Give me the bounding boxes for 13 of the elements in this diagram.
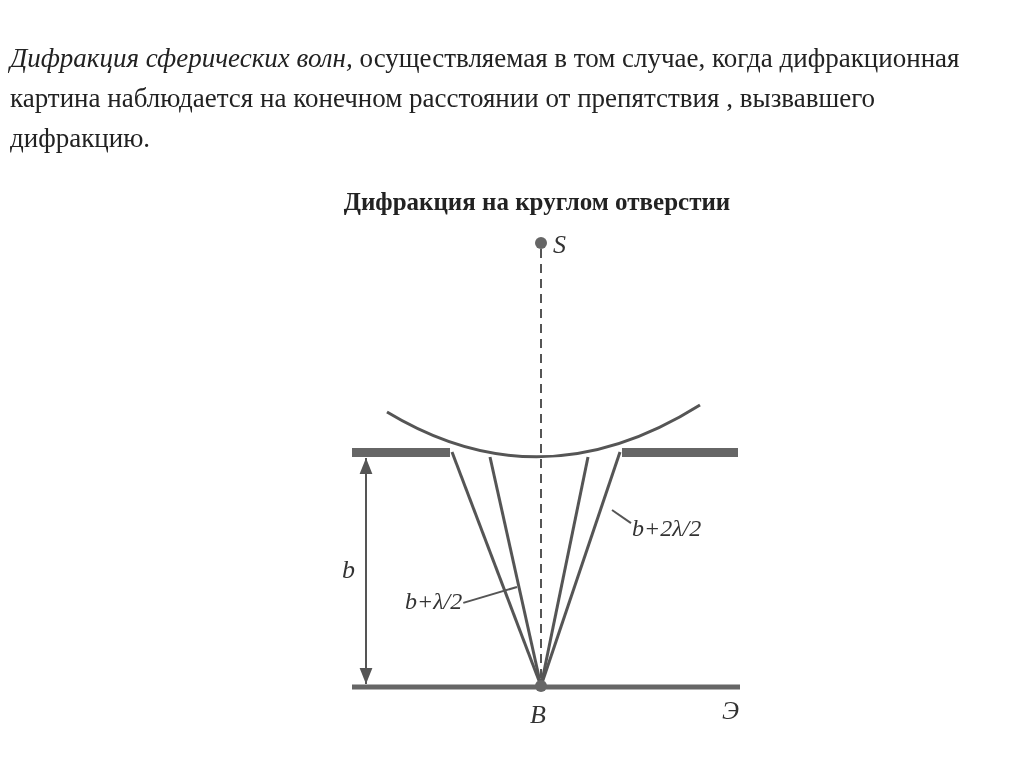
axis-line <box>540 248 542 681</box>
point-dot <box>535 680 547 692</box>
formula-text: b+λ/2 <box>405 588 463 615</box>
leader-line <box>462 586 518 604</box>
point-label: B <box>530 700 546 730</box>
diagram-title: Дифракция на круглом отверстии <box>342 188 732 216</box>
formula-text: b+2λ/2 <box>632 515 702 542</box>
point-label: S <box>553 230 566 260</box>
leader-line <box>611 509 632 525</box>
screen-label: Э <box>722 696 740 726</box>
intro-paragraph: Дифракция сферических волн, осуществляемая в том случае, когда дифракционная картина наблюдается на конечном расстоянии от препятствия , вызвавшего дифракцию. <box>10 42 961 155</box>
dimension-label: b <box>342 555 355 585</box>
point-dot <box>535 237 547 249</box>
